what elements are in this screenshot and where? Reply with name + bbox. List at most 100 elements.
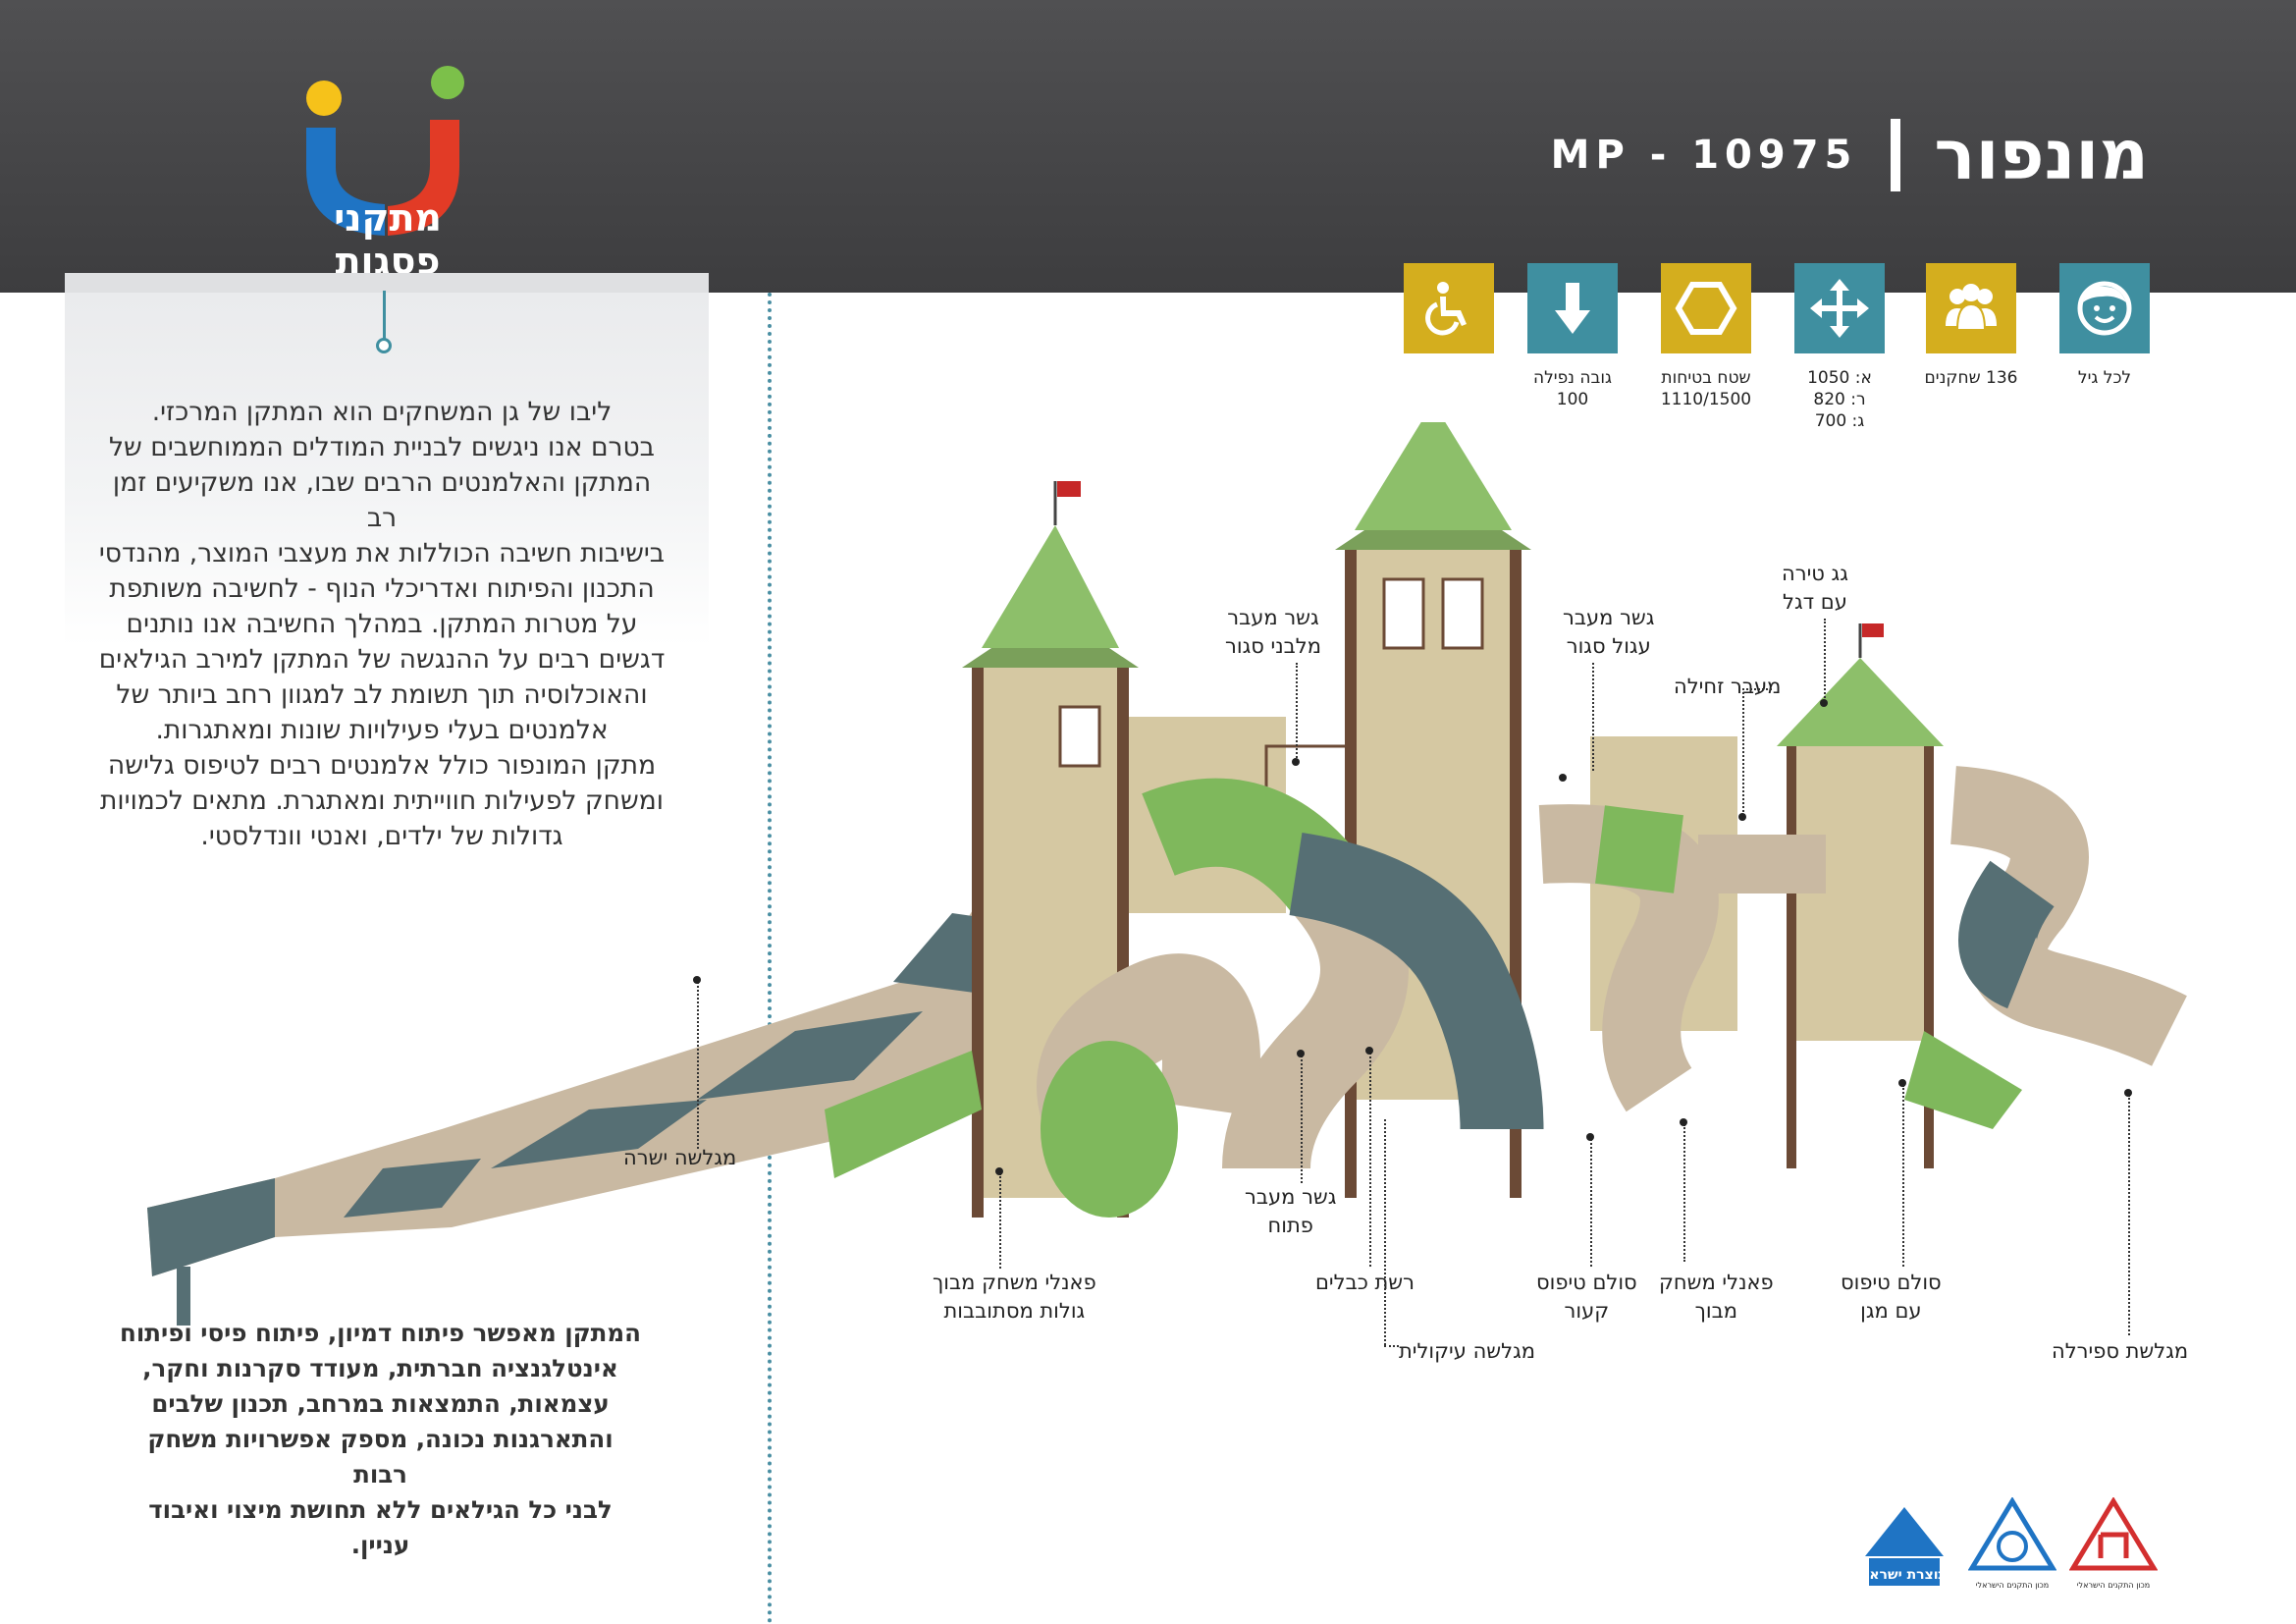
- spec-box: [1794, 263, 1885, 353]
- header-bar: [0, 0, 2296, 293]
- callout-straight-slide: מגלשה ישרה: [623, 1146, 737, 1169]
- intro-text: ליבו של גן המשחקים הוא המתקן המרכזי. בטר…: [98, 395, 666, 854]
- leader-line: [1902, 1085, 1904, 1267]
- dimensions-icon: [1810, 279, 1869, 338]
- benefits-line: אינטלגנציה חברתית, מעודד סקרנות וחקר,: [142, 1354, 618, 1382]
- leader-dot: [1365, 1047, 1373, 1055]
- leader-line: [1590, 1139, 1592, 1267]
- intro-line: אלמנטים בעלי פעילויות שונות ומאתגרות.: [155, 715, 609, 745]
- callout-closed-brick-bridge: גשר מעבר מלבני סגור: [1225, 606, 1321, 658]
- leader-dot: [1297, 1050, 1305, 1057]
- callout-maze-panels: פאנלי משחק מבוך: [1659, 1271, 1774, 1323]
- leader-dot: [2124, 1089, 2132, 1097]
- spec-label: שטח בטיחות 1110/1500: [1660, 368, 1752, 409]
- leader-line: [1296, 663, 1298, 761]
- benefits-text: המתקן מאפשר פיתוח דמיון, פיתוח פיסי ופית…: [118, 1316, 643, 1563]
- leader-line: [1384, 1345, 1399, 1347]
- spec-box: [1527, 263, 1618, 353]
- leader-dot: [1738, 813, 1746, 821]
- intro-line: ומשחק לפעילות חווייתית ומאתגרת. מתאים לכ…: [100, 785, 664, 816]
- callout-crawl-tunnel: מעבר זחילה: [1674, 675, 1782, 698]
- leader-dot: [1898, 1079, 1906, 1087]
- tube-slides: [825, 766, 2187, 1218]
- product-title: MP - 10975 מונפור: [1550, 115, 2149, 195]
- intro-line: בטרם אנו ניגשים לבניית המודלים הממוחשבים…: [109, 432, 655, 462]
- title-separator: [1891, 119, 1901, 191]
- intro-line: ליבו של גן המשחקים הוא המתקן המרכזי.: [151, 397, 613, 427]
- intro-panel: [65, 273, 709, 646]
- spec-label: לכל גיל: [2077, 368, 2132, 388]
- spec-label: 136 שחקנים: [1924, 368, 2018, 388]
- callout-spiral-slide: מגלשת ספירלה: [2052, 1339, 2189, 1363]
- sii-standard-logo: מכון התקנים הישראלי: [1968, 1497, 2056, 1590]
- all-ages-icon: [2077, 281, 2132, 336]
- benefits-line: לבני כל הגילאים ללא תחושת מיצוי ואיבוד ע…: [148, 1495, 613, 1559]
- leader-line: [697, 982, 699, 1149]
- spec-players: 136 שחקנים: [1925, 263, 2017, 389]
- callout-tower-roof-flag: גג טירה עם דגל: [1782, 562, 1848, 614]
- intro-line: התכנון והפיתוח ואדריכלי הנוף - לחשיבה מש…: [109, 573, 655, 604]
- leader-line: [1683, 1124, 1685, 1262]
- leader-dot: [995, 1167, 1003, 1175]
- spec-box: [1926, 263, 2016, 353]
- leader-dot: [693, 976, 701, 984]
- brand-name: מתקני פסגות: [334, 196, 442, 283]
- leader-line: [1742, 688, 1744, 816]
- spec-ages: לכל גיל: [2059, 263, 2150, 389]
- cert-text: מכון התקנים הישראלי: [1976, 1581, 2049, 1590]
- spec-accessible: [1404, 263, 1494, 367]
- intro-line: דגשים רבים על ההנגשה של המתקן למירב הגיל…: [98, 644, 666, 675]
- fall-height-icon: [1555, 283, 1590, 334]
- callout-open-bridge: גשר מעבר פתוח: [1245, 1185, 1337, 1237]
- cert-text: תוצרת ישראל: [1861, 1567, 1948, 1583]
- cert-text: מכון התקנים הישראלי: [2077, 1581, 2150, 1590]
- intro-line: גדולות של ילדים, ואנטי וונדלסטי.: [200, 821, 563, 851]
- leader-line: [1824, 619, 1826, 702]
- leader-line: [1742, 688, 1772, 690]
- spec-box: [2059, 263, 2150, 353]
- spec-label: גובה נפילה 100: [1533, 368, 1612, 409]
- spec-fall-height: גובה נפילה 100: [1527, 263, 1618, 410]
- pin-dot: [376, 338, 392, 353]
- intro-line: על מטרות המתקן. במהלך החשיבה אנו נותנים: [126, 609, 638, 639]
- product-code: MP - 10975: [1550, 133, 1858, 178]
- spec-dimensions: א: 1050 ר: 820 ג: 700: [1794, 263, 1885, 432]
- playground-illustration: [147, 422, 2187, 1326]
- sii-mark-logo: מכון התקנים הישראלי: [2069, 1497, 2158, 1590]
- benefits-line: והתארגנות נכונה, מספק אפשרויות משחק רבות: [147, 1425, 614, 1489]
- leader-dot: [1680, 1118, 1687, 1126]
- callout-curved-slide: מגלשה עיקולית: [1399, 1339, 1536, 1363]
- callout-cable-net: רשת כבלים: [1315, 1271, 1415, 1294]
- leader-dot: [1292, 758, 1300, 766]
- intro-line: והאוכלוסיה תוך תשומת לב למגוון רחב ביותר…: [116, 679, 648, 710]
- leader-line: [1592, 663, 1594, 771]
- leader-line: [2128, 1095, 2130, 1335]
- callout-shield-ladder: סולם טיפוס עם מגן: [1841, 1271, 1942, 1323]
- callout-maze-panels-balls: פאנלי משחק מבוך גולות מסתובבות: [933, 1271, 1096, 1323]
- spec-safety-area: שטח בטיחות 1110/1500: [1661, 263, 1751, 410]
- benefits-line: עצמאות, התמצאות במרחב, תכנון שלבים: [151, 1389, 610, 1418]
- panel-tab: [65, 273, 709, 293]
- brand-logo: [306, 66, 464, 236]
- leader-line: [1301, 1056, 1303, 1183]
- product-name: מונפור: [1934, 115, 2149, 195]
- leader-dot: [1586, 1133, 1594, 1141]
- dotted-divider: [768, 293, 772, 1624]
- safety-area-icon: [1675, 282, 1737, 335]
- callout-closed-round-bridge: גשר מעבר עגול סגור: [1563, 606, 1655, 658]
- spec-box: [1661, 263, 1751, 353]
- callout-curved-ladder: סולם טיפוס קעור: [1536, 1271, 1637, 1323]
- intro-line: בישיבות חשיבה הכוללות את מעצבי המוצר, מה…: [98, 538, 666, 568]
- leader-line: [1384, 1119, 1386, 1345]
- wheelchair-icon: [1425, 282, 1467, 336]
- leader-line: [999, 1173, 1001, 1269]
- intro-line: המתקן והאלמנטים הרבים שבו, אנו משקיעים ז…: [112, 467, 652, 533]
- made-in-israel-logo: תוצרת ישראל: [1861, 1507, 1948, 1586]
- leader-dot: [1559, 774, 1567, 782]
- spec-box: [1404, 263, 1494, 353]
- players-icon: [1946, 284, 1997, 331]
- spec-label: א: 1050 ר: 820 ג: 700: [1807, 368, 1872, 431]
- benefits-line: המתקן מאפשר פיתוח דמיון, פיתוח פיסי ופית…: [120, 1319, 641, 1347]
- intro-line: מתקן המונפור כולל אלמנטים רבים לטיפוס גל…: [107, 750, 657, 781]
- leader-line: [1369, 1053, 1371, 1267]
